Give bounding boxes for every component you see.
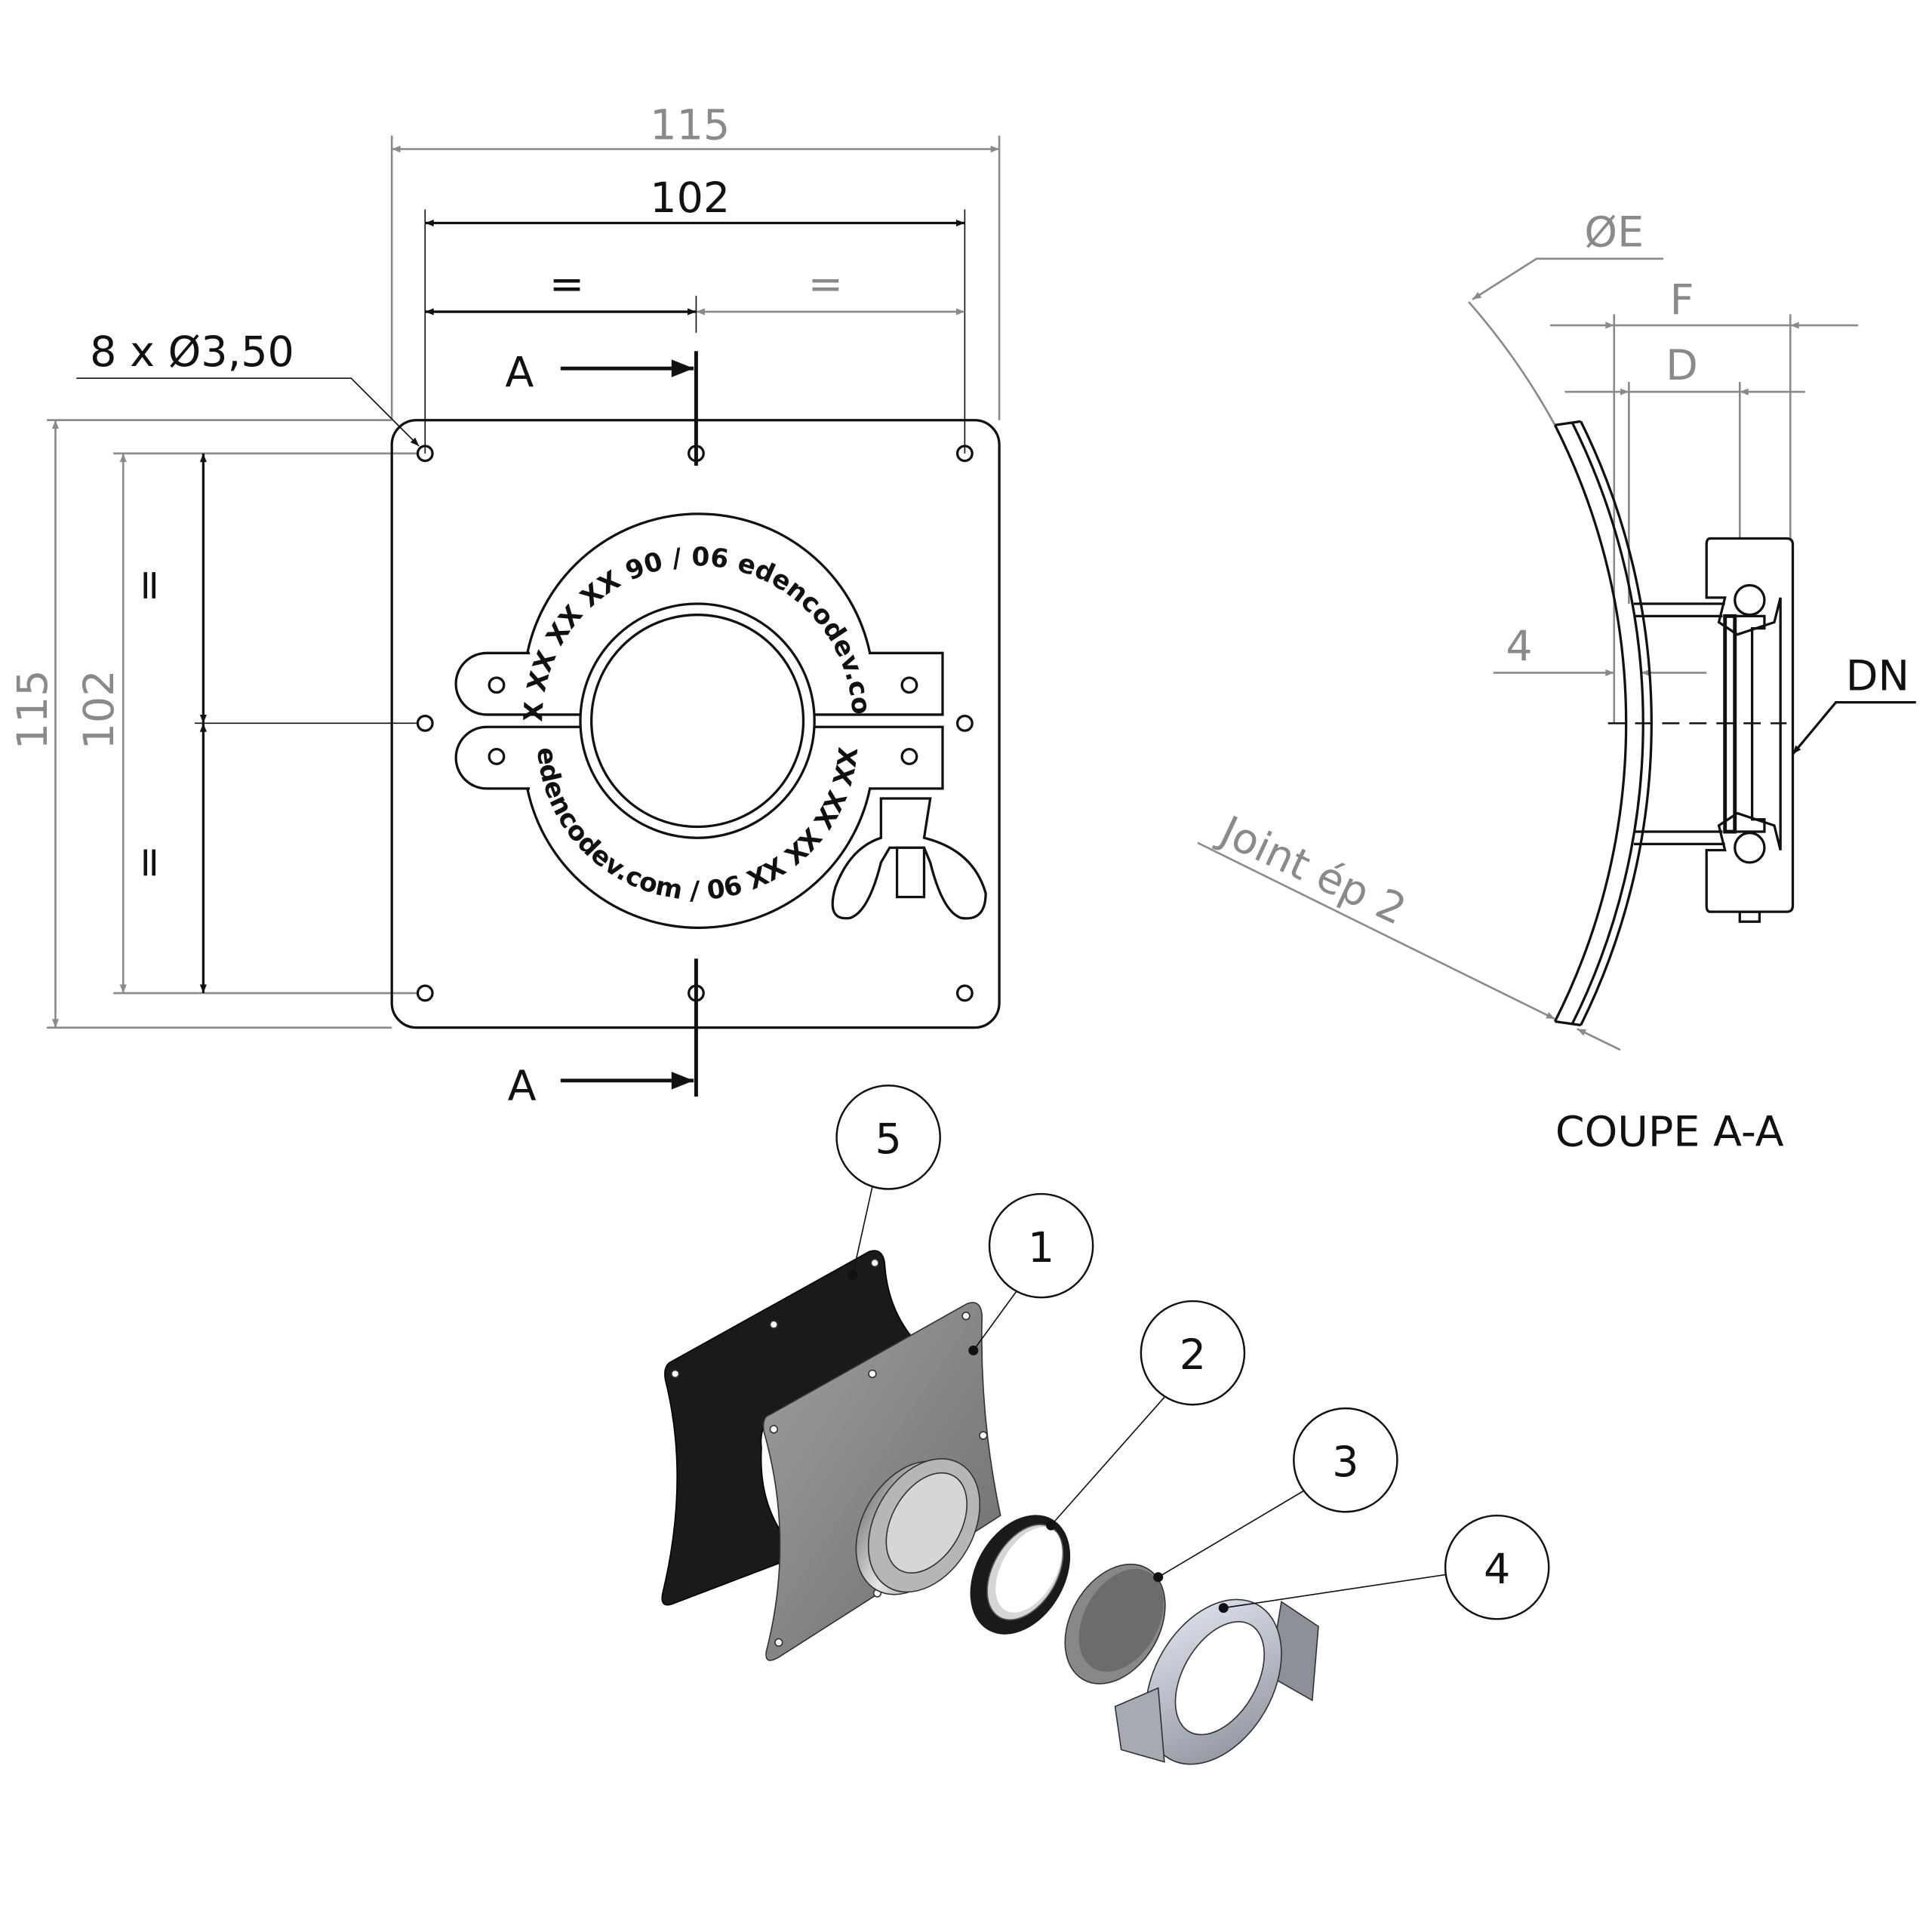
clamp-section xyxy=(1705,537,1795,923)
dimension-hole-width: 102 xyxy=(424,174,966,454)
gasket-part-5 xyxy=(661,1250,913,1606)
dim-e-label: ØE xyxy=(1584,208,1644,257)
dimension-equal-halves: = = xyxy=(425,260,965,333)
balloon-5-label: 5 xyxy=(875,1115,901,1164)
section-label-a-bottom: A xyxy=(508,1062,537,1111)
balloon-5: 5 xyxy=(835,1084,941,1281)
seal-part-2 xyxy=(970,1515,1071,1635)
section-marker-bottom: A xyxy=(508,958,698,1111)
balloon-1: 1 xyxy=(968,1192,1094,1355)
plate-holes xyxy=(670,1258,988,1647)
dim-equal-right: = xyxy=(808,260,844,309)
section-view: ØE F D 4 xyxy=(1197,208,1916,1156)
joint-note: Joint ép 2 xyxy=(1211,806,1413,935)
dim-115-vertical-label: 115 xyxy=(8,669,57,749)
plate-part-1 xyxy=(762,1302,1001,1661)
clamp-part-4 xyxy=(1114,1598,1319,1765)
ferrule-section xyxy=(1607,583,1787,864)
section-title: COUPE A-A xyxy=(1555,1107,1784,1156)
blank-part-3 xyxy=(1064,1563,1166,1684)
dim-equal-left: = xyxy=(549,260,585,309)
clamp-front xyxy=(454,512,987,929)
ferrule-part-1 xyxy=(855,1458,981,1595)
balloon-2-label: 2 xyxy=(1180,1331,1206,1380)
dim-dn-label: DN xyxy=(1846,651,1909,700)
front-view: 115 102 = = 8 x Ø3,50 A A xyxy=(0,0,1001,1111)
dimension-equal-vertical: = = xyxy=(125,453,417,993)
balloon-3: 3 xyxy=(1153,1407,1398,1583)
dim-115-label: 115 xyxy=(650,100,730,149)
hole-callout-label: 8 x Ø3,50 xyxy=(90,328,294,377)
dimension-overall-width: 115 xyxy=(390,100,1001,420)
dim-102-label: 102 xyxy=(650,174,730,223)
mounting-holes xyxy=(416,445,974,1002)
dim-equal-bottom: = xyxy=(125,845,174,881)
dim-equal-top: = xyxy=(125,568,174,603)
balloon-1-label: 1 xyxy=(1028,1223,1054,1272)
section-marker-top: A xyxy=(505,349,698,466)
diameter-e-arc xyxy=(1468,301,1556,426)
exploded-view: 5 1 2 3 4 xyxy=(661,1084,1550,1765)
balloon-4: 4 xyxy=(1218,1514,1550,1620)
balloon-3-label: 3 xyxy=(1332,1438,1358,1487)
dimension-overall-height: 115 xyxy=(8,419,392,1029)
plate-outline xyxy=(390,419,1001,1029)
dim-d-label: D xyxy=(1666,341,1698,390)
hole-callout: 8 x Ø3,50 xyxy=(76,328,420,447)
balloon-4-label: 4 xyxy=(1484,1545,1510,1594)
dimension-hole-height: 102 xyxy=(75,452,420,995)
dim-4-label: 4 xyxy=(1506,622,1532,671)
dim-102-vertical-label: 102 xyxy=(75,669,124,749)
balloon-2: 2 xyxy=(1046,1300,1246,1531)
section-label-a-top: A xyxy=(505,349,534,398)
dim-f-label: F xyxy=(1670,275,1694,325)
